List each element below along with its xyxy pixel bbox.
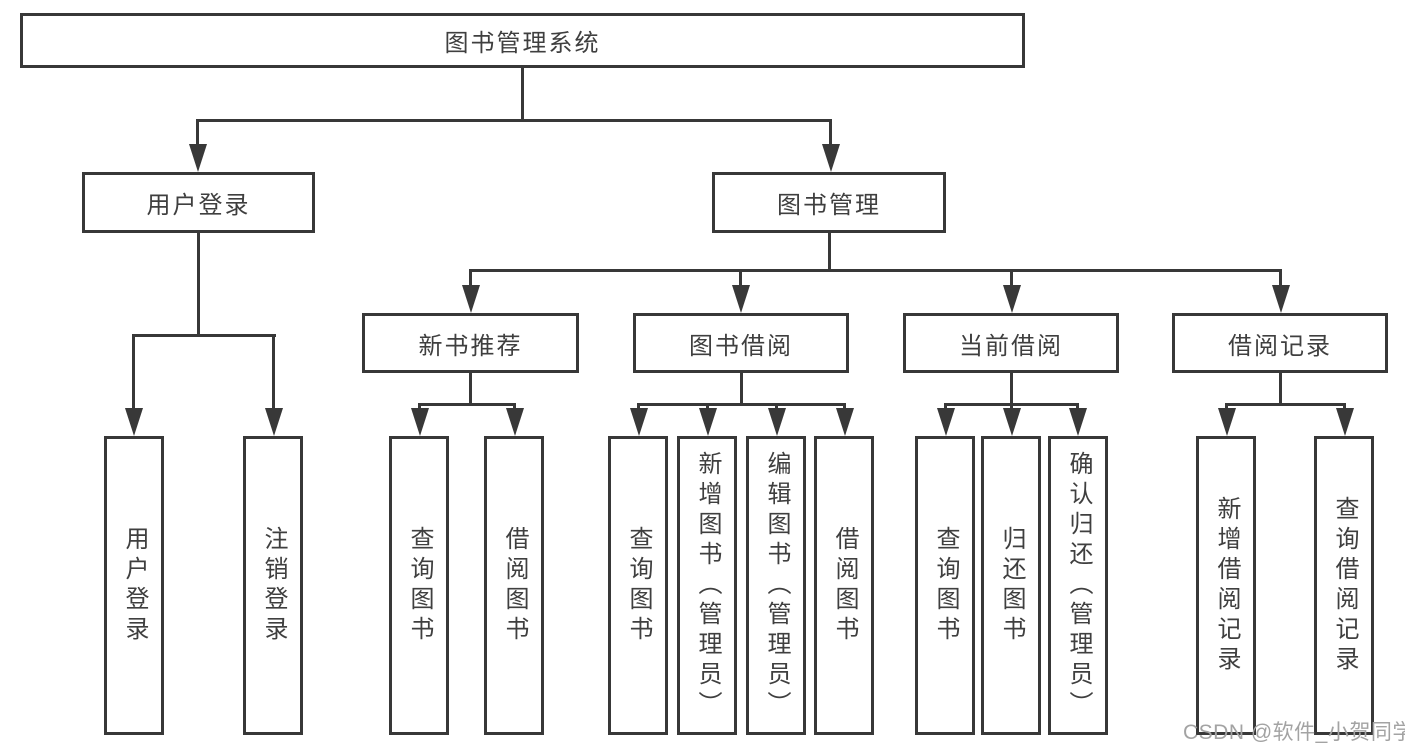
leaf-edit-book-admin: 编辑图书（管理员） bbox=[746, 436, 806, 735]
node-root-label: 图书管理系统 bbox=[444, 30, 601, 57]
edge-bookborrow-stem bbox=[740, 373, 743, 406]
arrow-down-icon bbox=[937, 408, 955, 436]
leaf-query-book-2: 查询图书 bbox=[608, 436, 668, 735]
edge-records-crossbar bbox=[1225, 403, 1345, 406]
edge-bookmgmt-stem bbox=[828, 233, 831, 272]
arrow-down-icon bbox=[822, 144, 840, 172]
node-user-login-label: 用户登录 bbox=[146, 192, 251, 219]
edge-bookborrow-crossbar bbox=[637, 403, 846, 406]
arrow-down-icon bbox=[1218, 408, 1236, 436]
csdn-watermark: CSDN @软件_小贺同学 bbox=[1183, 721, 1405, 744]
leaf-confirm-return-admin-label: 确认归还（管理员） bbox=[1065, 450, 1092, 721]
edge-userlogin-crossbar bbox=[132, 334, 276, 337]
edge-drop-new-recommend bbox=[469, 269, 472, 287]
leaf-confirm-return-admin: 确认归还（管理员） bbox=[1048, 436, 1108, 735]
node-book-borrow-label: 图书借阅 bbox=[689, 332, 793, 360]
leaf-logout-label: 注销登录 bbox=[260, 525, 287, 646]
edge-root-stem bbox=[521, 68, 524, 121]
edge-currentborrow-stem bbox=[1010, 373, 1013, 406]
leaf-query-book-1: 查询图书 bbox=[389, 436, 449, 735]
leaf-add-book-admin-label: 新增图书（管理员） bbox=[694, 450, 721, 721]
node-borrow-records: 借阅记录 bbox=[1172, 313, 1388, 373]
arrow-down-icon bbox=[506, 408, 524, 436]
node-new-book-recommend-label: 新书推荐 bbox=[418, 332, 523, 360]
edge-userlogin-stem bbox=[197, 233, 200, 337]
edge-records-stem bbox=[1279, 373, 1282, 406]
arrow-down-icon bbox=[411, 408, 429, 436]
edge-root-crossbar bbox=[196, 119, 832, 122]
arrow-down-icon bbox=[630, 408, 648, 436]
arrow-down-icon bbox=[462, 285, 480, 313]
leaf-return-book-label: 归还图书 bbox=[998, 525, 1025, 646]
leaf-borrow-book-1: 借阅图书 bbox=[484, 436, 544, 735]
edge-newrec-stem bbox=[469, 373, 472, 406]
leaf-logout: 注销登录 bbox=[243, 436, 303, 735]
node-book-management-label: 图书管理 bbox=[777, 192, 881, 219]
leaf-query-book-3: 查询图书 bbox=[915, 436, 975, 735]
arrow-down-icon bbox=[1336, 408, 1354, 436]
edge-drop-current-borrow bbox=[1010, 269, 1013, 287]
leaf-borrow-book-2: 借阅图书 bbox=[814, 436, 874, 735]
node-root: 图书管理系统 bbox=[20, 13, 1025, 68]
arrow-down-icon bbox=[1069, 408, 1087, 436]
leaf-query-borrow-record: 查询借阅记录 bbox=[1314, 436, 1374, 735]
edge-newrec-crossbar bbox=[418, 403, 516, 406]
arrow-down-icon bbox=[1003, 408, 1021, 436]
arrow-down-icon bbox=[768, 408, 786, 436]
edge-bookmgmt-crossbar bbox=[469, 269, 1282, 272]
leaf-user-login: 用户登录 bbox=[104, 436, 164, 735]
leaf-borrow-book-2-label: 借阅图书 bbox=[831, 525, 858, 646]
node-new-book-recommend: 新书推荐 bbox=[362, 313, 579, 373]
arrow-down-icon bbox=[125, 408, 143, 436]
arrow-down-icon bbox=[1003, 285, 1021, 313]
leaf-return-book: 归还图书 bbox=[981, 436, 1041, 735]
arrow-down-icon bbox=[189, 144, 207, 172]
node-user-login: 用户登录 bbox=[82, 172, 315, 233]
node-book-management: 图书管理 bbox=[712, 172, 946, 233]
edge-drop-user-login bbox=[196, 119, 199, 147]
node-current-borrow-label: 当前借阅 bbox=[959, 332, 1063, 360]
leaf-borrow-book-1-label: 借阅图书 bbox=[501, 525, 528, 646]
leaf-query-borrow-record-label: 查询借阅记录 bbox=[1331, 495, 1358, 676]
arrow-down-icon bbox=[699, 408, 717, 436]
leaf-user-login-label: 用户登录 bbox=[121, 525, 148, 646]
edge-drop-leaf-logout bbox=[272, 334, 275, 412]
edge-drop-leaf-user-login bbox=[132, 334, 135, 412]
node-current-borrow: 当前借阅 bbox=[903, 313, 1119, 373]
edge-drop-book-borrow bbox=[739, 269, 742, 287]
leaf-edit-book-admin-label: 编辑图书（管理员） bbox=[763, 450, 790, 721]
leaf-query-book-3-label: 查询图书 bbox=[932, 525, 959, 646]
leaf-add-book-admin: 新增图书（管理员） bbox=[677, 436, 737, 735]
arrow-down-icon bbox=[836, 408, 854, 436]
arrow-down-icon bbox=[1272, 285, 1290, 313]
edge-drop-book-management bbox=[829, 119, 832, 147]
leaf-add-borrow-record: 新增借阅记录 bbox=[1196, 436, 1256, 735]
leaf-add-borrow-record-label: 新增借阅记录 bbox=[1213, 495, 1240, 676]
node-book-borrow: 图书借阅 bbox=[633, 313, 849, 373]
arrow-down-icon bbox=[732, 285, 750, 313]
edge-drop-borrow-records bbox=[1279, 269, 1282, 287]
leaf-query-book-1-label: 查询图书 bbox=[406, 525, 433, 646]
leaf-query-book-2-label: 查询图书 bbox=[625, 525, 652, 646]
node-borrow-records-label: 借阅记录 bbox=[1228, 332, 1332, 360]
arrow-down-icon bbox=[265, 408, 283, 436]
